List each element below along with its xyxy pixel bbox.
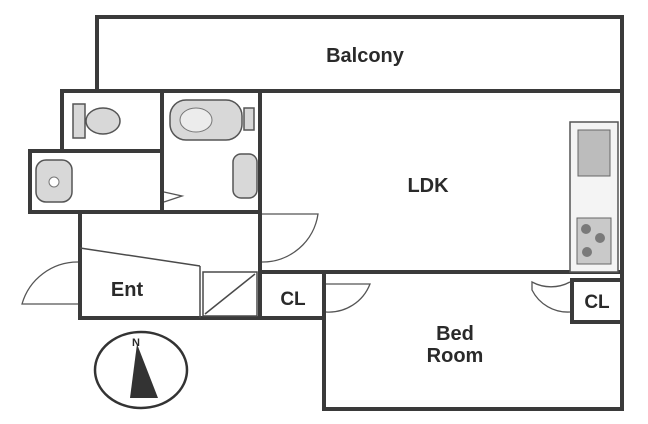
washroom-sink: [35, 159, 73, 203]
balcony-label: Balcony: [326, 45, 405, 67]
burner-icon: [581, 224, 591, 234]
burner-icon: [582, 247, 592, 257]
compass: N: [93, 330, 189, 410]
closet-left-label: CL: [280, 289, 306, 310]
outer-walls: [28, 89, 624, 411]
entrance-step-line: [79, 247, 201, 267]
bedroom-label-line1: Bed: [436, 323, 474, 345]
doors: [21, 191, 571, 313]
hall-outline: [78, 212, 262, 320]
closet-right-door-swing: [531, 280, 571, 313]
bathtub-basin-icon: [179, 107, 213, 133]
bathtub-fixture: [169, 99, 255, 141]
stove-icon: [576, 217, 612, 265]
faucet-icon: [243, 107, 255, 131]
sink-icon: [577, 129, 611, 177]
toilet-bowl-icon: [85, 107, 121, 135]
washbasin-icon: [232, 153, 258, 199]
kitchen-counter: [569, 121, 619, 273]
shoe-cabinet-diagonal: [204, 273, 256, 315]
compass-north-label: N: [132, 337, 140, 349]
toilet-fixture: [72, 103, 121, 139]
shoe-cabinet: [202, 271, 258, 317]
closet-right-outline: [570, 278, 624, 324]
washroom-outline: [28, 149, 164, 214]
bath-door-mark: [163, 191, 185, 203]
compass-needle-icon: [130, 344, 158, 398]
entrance-label: Ent: [111, 279, 144, 301]
ldk-door-swing: [261, 213, 319, 263]
toilet-tank-icon: [72, 103, 86, 139]
burner-icon: [595, 233, 605, 243]
bedroom-label-line2: Room: [427, 345, 484, 367]
entrance-door-swing: [21, 261, 79, 305]
ldk-label: LDK: [407, 175, 449, 197]
closet-right-label: CL: [584, 292, 610, 313]
bedroom-outline: [322, 270, 624, 411]
bath-washbasin: [232, 153, 258, 199]
drain-icon: [48, 176, 60, 188]
bedroom-door-swing: [325, 283, 371, 313]
balcony-area: Balcony: [95, 15, 624, 93]
